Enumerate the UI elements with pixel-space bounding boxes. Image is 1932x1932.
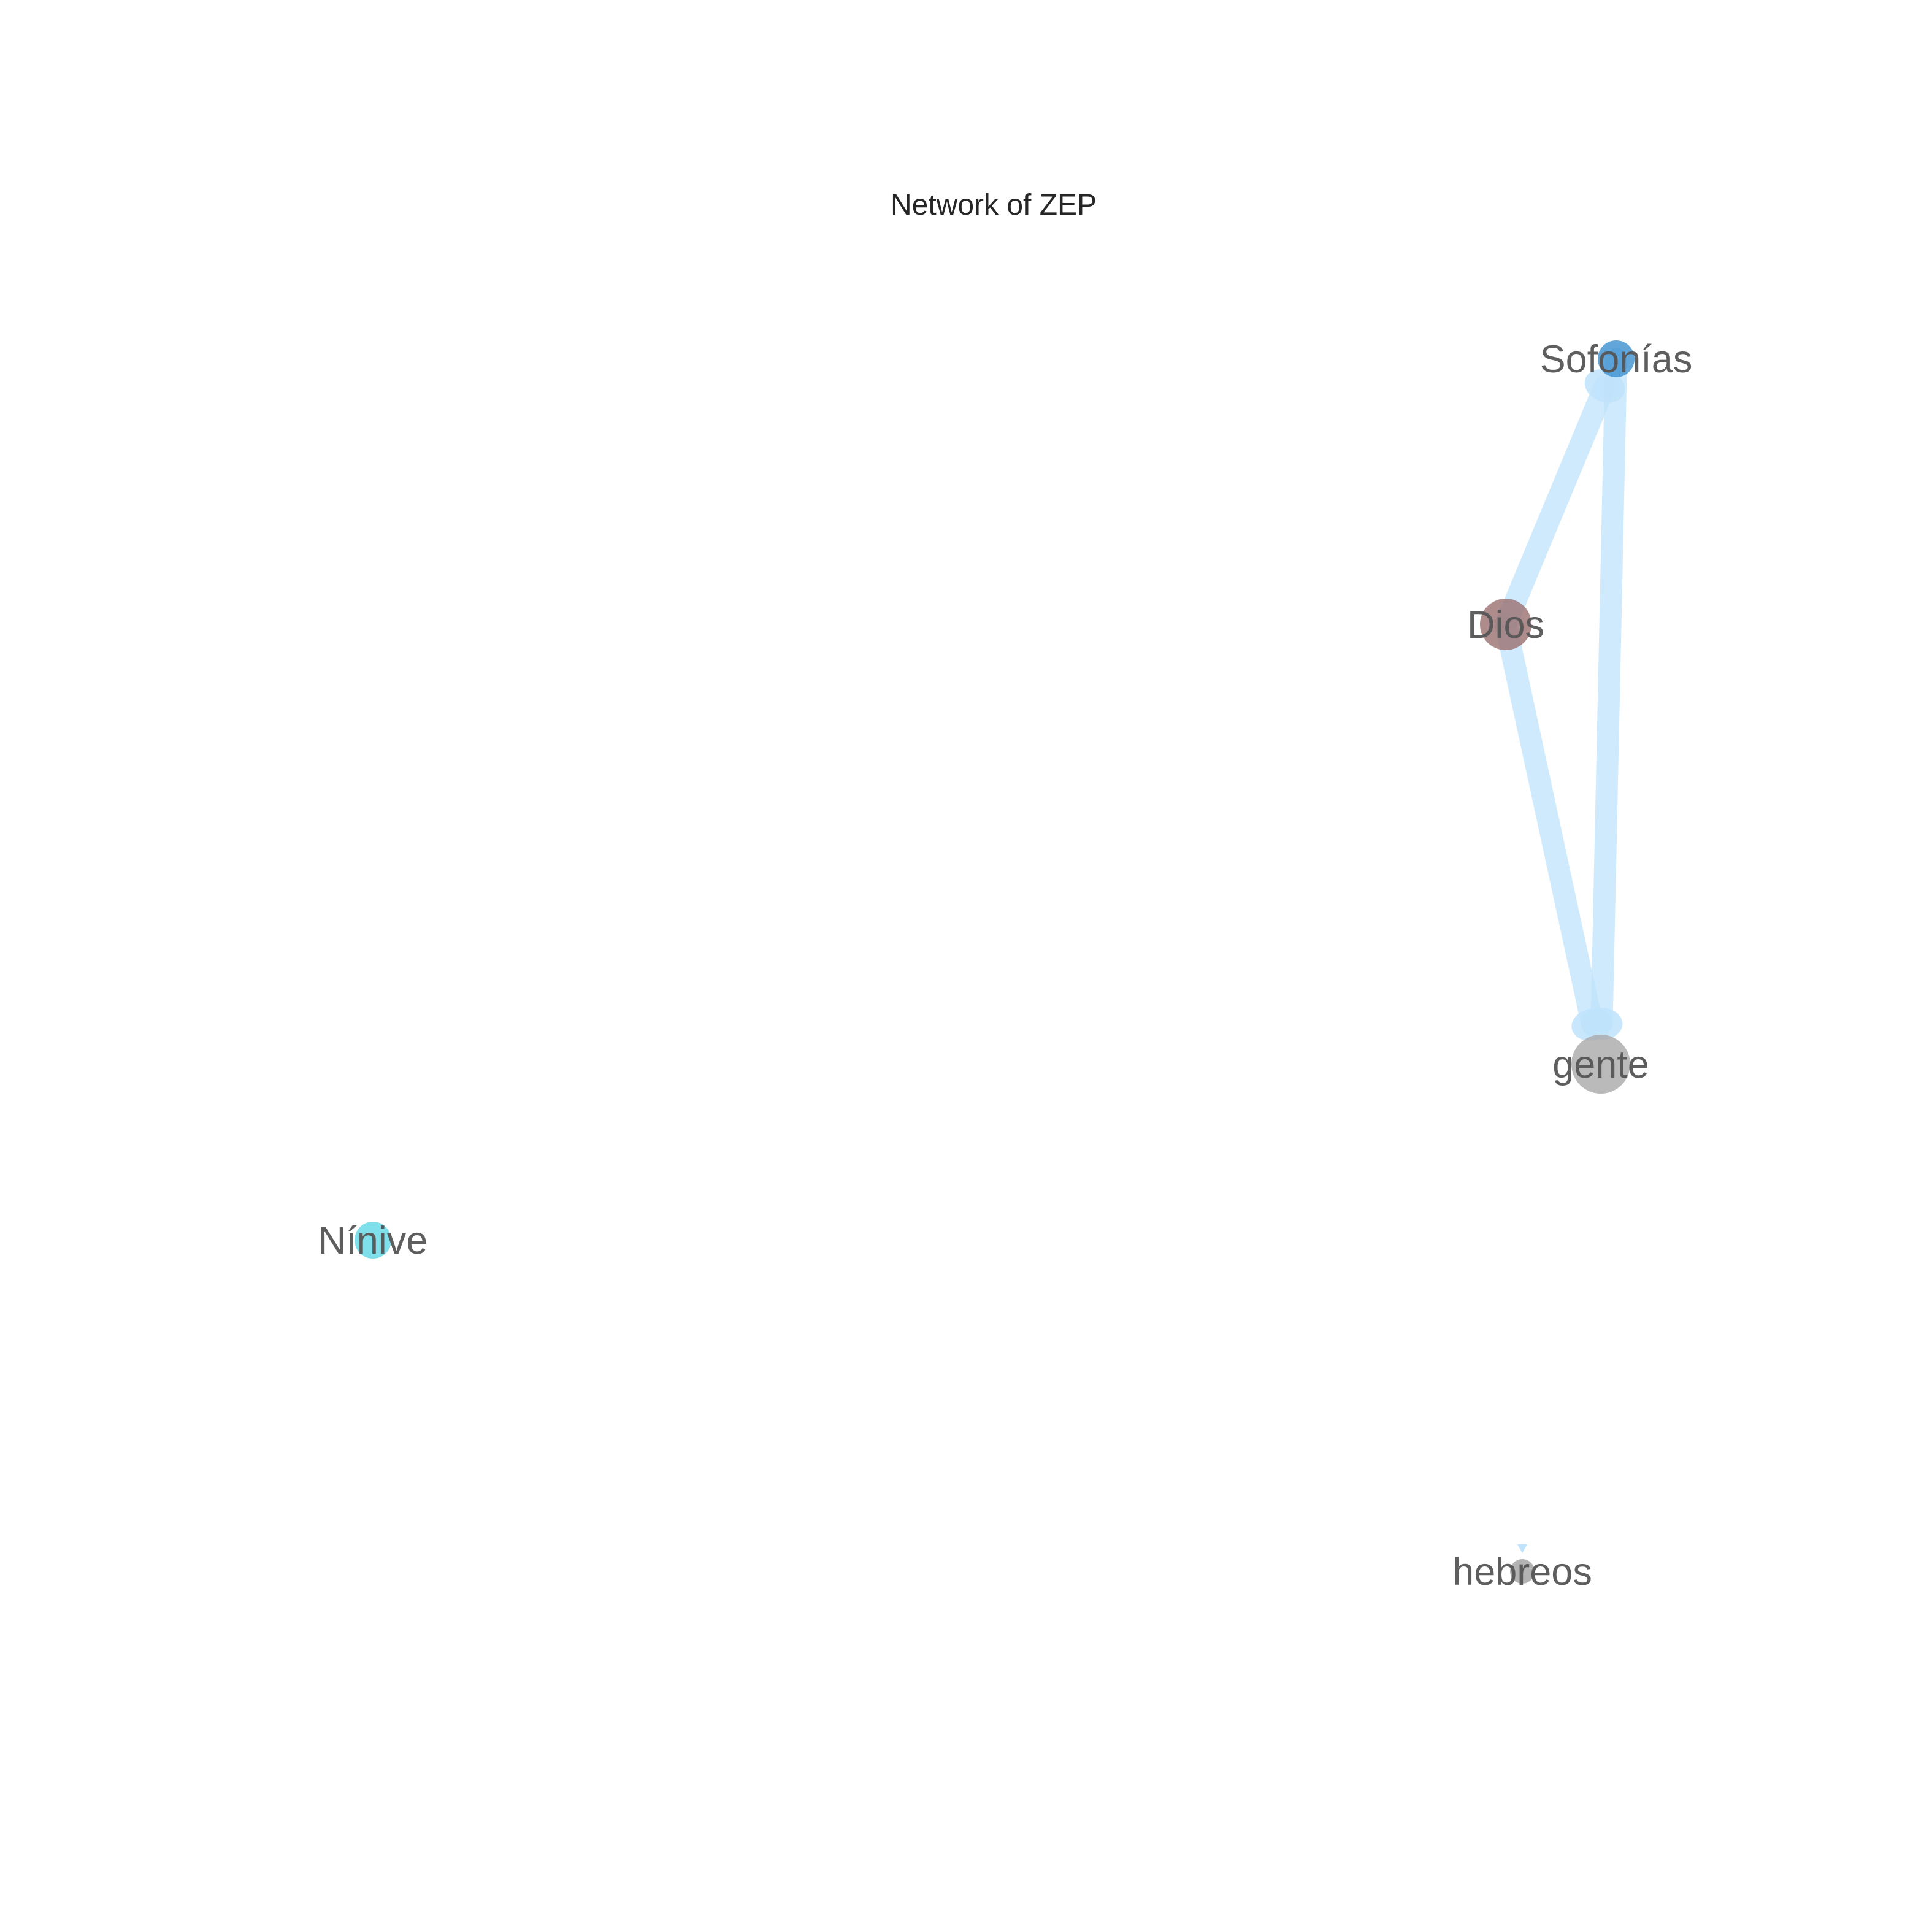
edge-Sofonias-gente xyxy=(1590,348,1627,1035)
edge-Dios-Sofonias xyxy=(1495,375,1616,635)
node-label-hebreos: hebreos xyxy=(1452,1551,1592,1593)
node-label-Sofonias: Sofonías xyxy=(1540,338,1693,381)
node-Sofonias[interactable] xyxy=(1598,340,1635,377)
edges-layer xyxy=(1495,348,1627,1553)
node-Dios[interactable] xyxy=(1480,599,1531,650)
node-label-gente: gente xyxy=(1552,1043,1649,1086)
node-label-Ninive: Nínive xyxy=(318,1219,428,1262)
chart-title: Network of ZEP xyxy=(891,189,1097,221)
edge-arrowhead-Sofonias-gente xyxy=(1581,1008,1623,1040)
node-gente[interactable] xyxy=(1571,1035,1630,1094)
node-Ninive[interactable] xyxy=(355,1222,391,1259)
edge-Dios-gente xyxy=(1495,613,1604,1036)
node-hebreos[interactable] xyxy=(1510,1559,1535,1584)
edge-self-loop-hebreos xyxy=(1517,1544,1527,1553)
nodes-layer xyxy=(355,340,1635,1584)
node-label-Dios: Dios xyxy=(1467,604,1544,646)
